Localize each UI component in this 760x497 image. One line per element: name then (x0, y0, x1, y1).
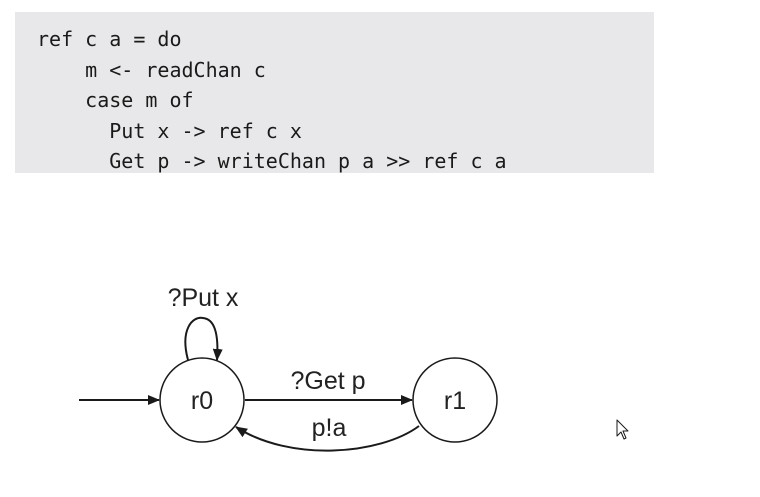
state-r1-label: r1 (444, 387, 466, 415)
transition-label-put: ?Put x (168, 284, 239, 312)
state-r0-label: r0 (191, 387, 213, 415)
transition-label-send: p!a (312, 414, 347, 442)
mouse-pointer-icon (616, 419, 629, 440)
code-line-3: case m of (37, 88, 194, 112)
state-r0: r0 (159, 357, 245, 443)
state-r1: r1 (412, 357, 498, 443)
code-line-1: ref c a = do (37, 27, 182, 51)
code-block: ref c a = do m <- readChan c case m of P… (15, 12, 654, 173)
state-r0-circle (159, 357, 245, 443)
transition-label-get: ?Get p (290, 367, 365, 395)
code-line-2: m <- readChan c (37, 57, 266, 82)
transition-self-loop-r0 (184, 316, 223, 361)
state-r1-circle (412, 357, 498, 443)
code-line-5: Get p -> writeChan p a >> ref c a (37, 149, 507, 173)
code-line-4: Put x -> ref c x (37, 118, 302, 143)
transition-r1-to-r0 (235, 425, 420, 452)
